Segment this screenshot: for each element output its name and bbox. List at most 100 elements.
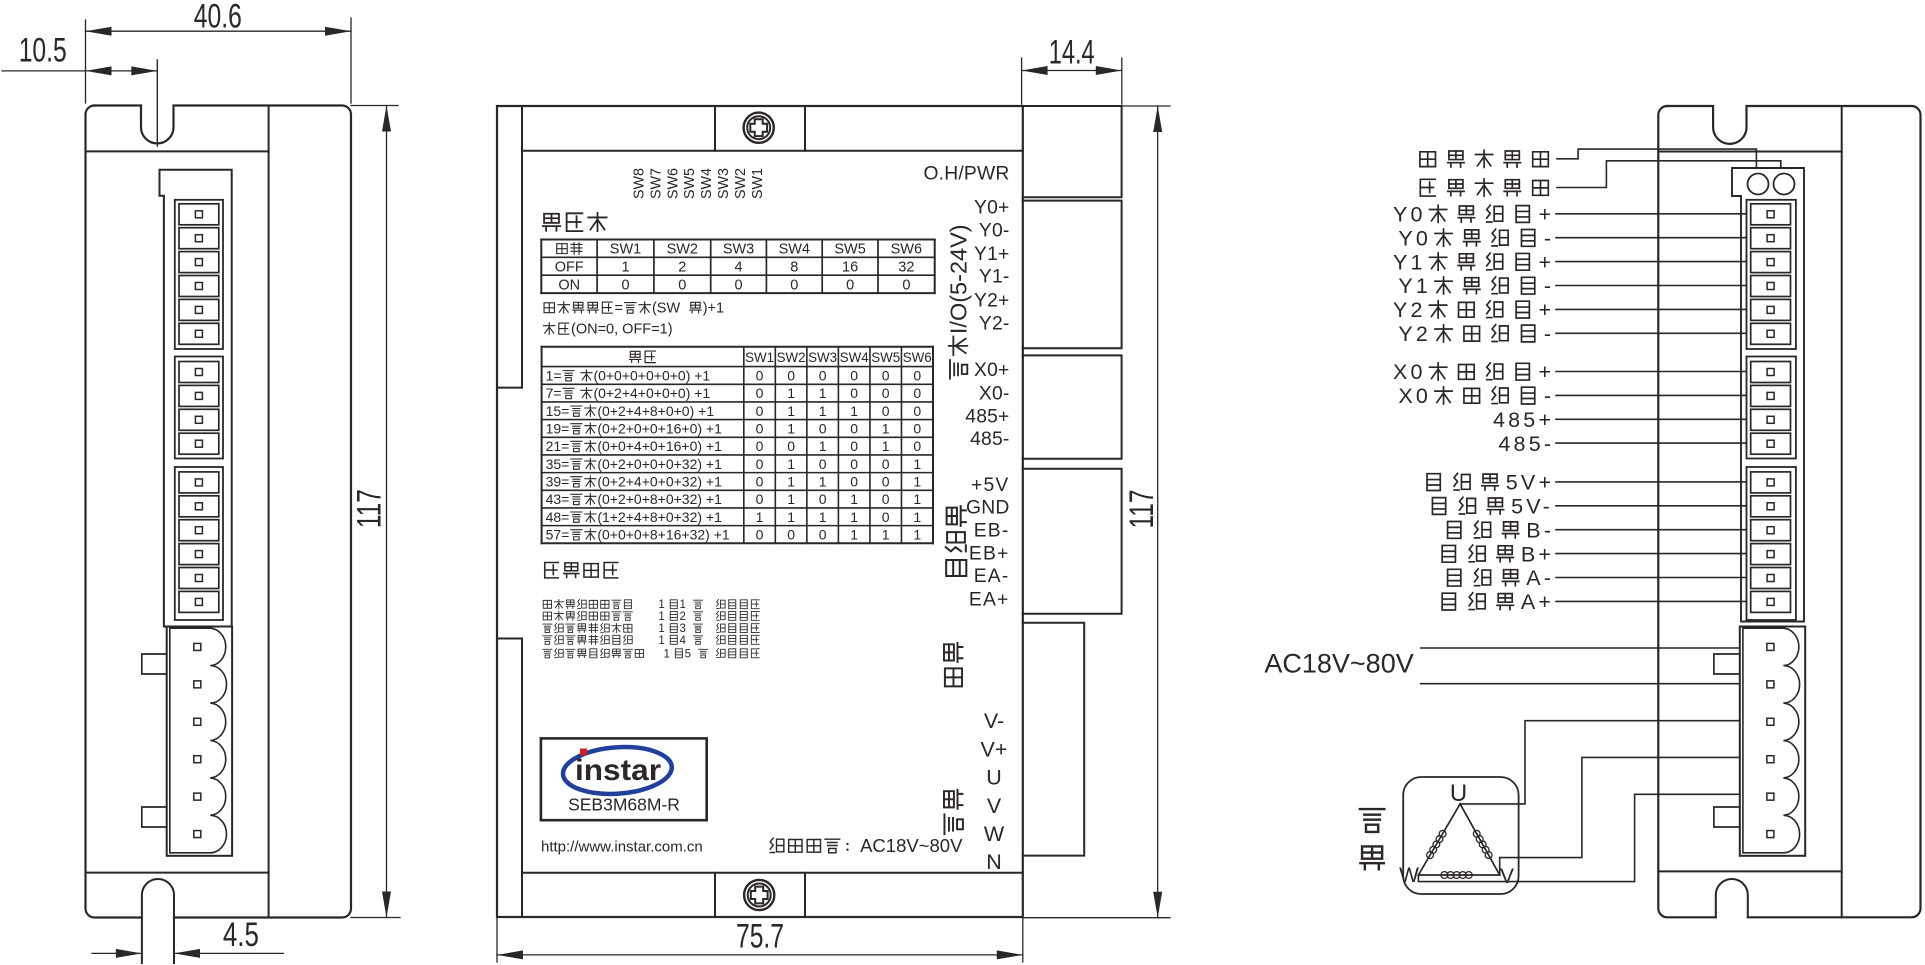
svg-text:0: 0: [756, 527, 764, 543]
svg-text:0: 0: [787, 438, 795, 454]
svg-text:http://www.instar.com.cn: http://www.instar.com.cn: [541, 839, 703, 856]
svg-text:485-: 485-: [970, 429, 1009, 450]
svg-text:4: 4: [679, 635, 686, 647]
svg-text:0: 0: [850, 367, 858, 383]
svg-text:B-: B-: [1526, 518, 1554, 542]
svg-text:)+1: )+1: [703, 301, 724, 317]
svg-text:1: 1: [756, 509, 764, 525]
svg-text:A-: A-: [1526, 566, 1554, 590]
svg-text:AC18V~80V: AC18V~80V: [1264, 649, 1413, 679]
svg-text:0: 0: [819, 367, 827, 383]
svg-text:instar: instar: [575, 754, 661, 787]
svg-text:1: 1: [882, 420, 890, 436]
svg-text:SW7: SW7: [647, 168, 664, 199]
svg-text:(0+2+0+8+0+32) +1: (0+2+0+8+0+32) +1: [597, 491, 722, 507]
svg-text:SW2: SW2: [667, 242, 698, 258]
svg-text:AC18V~80V: AC18V~80V: [860, 835, 963, 856]
svg-text:0: 0: [850, 385, 858, 401]
svg-text:Y1-: Y1-: [979, 267, 1010, 288]
svg-text:+: +: [1538, 203, 1554, 227]
svg-text:485+: 485+: [965, 406, 1009, 427]
svg-text:1: 1: [787, 456, 795, 472]
svg-text:EA+: EA+: [969, 590, 1010, 611]
svg-text:-: -: [1544, 274, 1554, 298]
svg-text:V: V: [1500, 865, 1514, 888]
svg-text:SW3: SW3: [715, 168, 732, 199]
svg-text:SW1: SW1: [610, 242, 641, 258]
svg-text:SW6: SW6: [891, 242, 922, 258]
svg-text:EB-: EB-: [974, 521, 1010, 542]
svg-text:1: 1: [913, 527, 921, 543]
svg-text:SW3: SW3: [808, 350, 837, 366]
svg-text:117: 117: [1123, 490, 1161, 529]
svg-text:1: 1: [787, 403, 795, 419]
svg-text:57=: 57=: [546, 527, 570, 543]
svg-text:1: 1: [819, 403, 827, 419]
svg-text:0: 0: [850, 456, 858, 472]
svg-text:0: 0: [882, 403, 890, 419]
svg-text:19=: 19=: [546, 420, 570, 436]
svg-text:EA-: EA-: [974, 566, 1010, 587]
svg-text:0: 0: [819, 456, 827, 472]
svg-text:-: -: [1544, 322, 1554, 346]
svg-text:0: 0: [787, 367, 795, 383]
svg-text:43=: 43=: [546, 491, 570, 507]
svg-text:Y2+: Y2+: [974, 291, 1009, 312]
svg-text:SW4: SW4: [840, 350, 869, 366]
svg-text:1: 1: [787, 509, 795, 525]
svg-text:1: 1: [658, 611, 664, 623]
svg-text:15=: 15=: [546, 403, 570, 419]
svg-text:1: 1: [658, 599, 664, 611]
svg-text:0: 0: [850, 420, 858, 436]
svg-text:10.5: 10.5: [19, 32, 67, 70]
svg-text:X0: X0: [1398, 384, 1431, 408]
svg-text:39=: 39=: [546, 474, 570, 490]
svg-text:-: -: [1544, 384, 1554, 408]
svg-text:75.7: 75.7: [736, 918, 784, 956]
svg-text:Y0-: Y0-: [979, 221, 1010, 242]
svg-text:V-: V-: [984, 709, 1004, 733]
svg-text:14.4: 14.4: [1049, 34, 1095, 72]
svg-text:5: 5: [685, 648, 691, 660]
svg-text:485+: 485+: [1493, 408, 1554, 432]
svg-text:1: 1: [679, 599, 685, 611]
svg-text:0: 0: [882, 385, 890, 401]
svg-text:1=: 1=: [546, 367, 562, 383]
svg-text:1: 1: [664, 648, 670, 660]
svg-text:117: 117: [351, 489, 389, 528]
svg-text:OFF: OFF: [555, 259, 584, 275]
svg-text:0: 0: [882, 509, 890, 525]
svg-text:0: 0: [850, 438, 858, 454]
svg-text:0: 0: [913, 367, 921, 383]
svg-text:0: 0: [756, 438, 764, 454]
svg-text:1: 1: [658, 635, 664, 647]
svg-text:(0+2+4+8+0+0) +1: (0+2+4+8+0+0) +1: [597, 403, 714, 419]
svg-text:0: 0: [678, 277, 686, 293]
svg-text:1: 1: [913, 456, 921, 472]
svg-text:0: 0: [819, 491, 827, 507]
svg-text:(0+2+4+0+0+32) +1: (0+2+4+0+0+32) +1: [597, 474, 722, 490]
svg-text:Y2: Y2: [1398, 322, 1431, 346]
svg-text:SW2: SW2: [732, 168, 749, 199]
svg-text:0: 0: [913, 420, 921, 436]
svg-text:1: 1: [621, 259, 629, 275]
svg-text:1: 1: [819, 509, 827, 525]
svg-text:W: W: [984, 822, 1005, 846]
svg-text:(1+2+4+8+0+32) +1: (1+2+4+8+0+32) +1: [597, 509, 722, 525]
svg-text:1: 1: [787, 420, 795, 436]
svg-text:1: 1: [787, 491, 795, 507]
svg-text:4.5: 4.5: [223, 916, 259, 954]
svg-text:X0-: X0-: [979, 383, 1010, 404]
svg-text:I/O(5-24V): I/O(5-24V): [945, 224, 971, 334]
svg-text:SW6: SW6: [903, 350, 932, 366]
svg-text:0: 0: [882, 491, 890, 507]
svg-text:+: +: [1538, 298, 1554, 322]
svg-text:8: 8: [790, 259, 798, 275]
svg-text:32: 32: [898, 259, 914, 275]
svg-text:-: -: [1544, 226, 1554, 250]
svg-text:V+: V+: [981, 737, 1008, 761]
svg-text:0: 0: [756, 367, 764, 383]
svg-text:SW1: SW1: [745, 350, 774, 366]
svg-text:A+: A+: [1521, 590, 1554, 614]
svg-text:SW6: SW6: [664, 168, 681, 199]
